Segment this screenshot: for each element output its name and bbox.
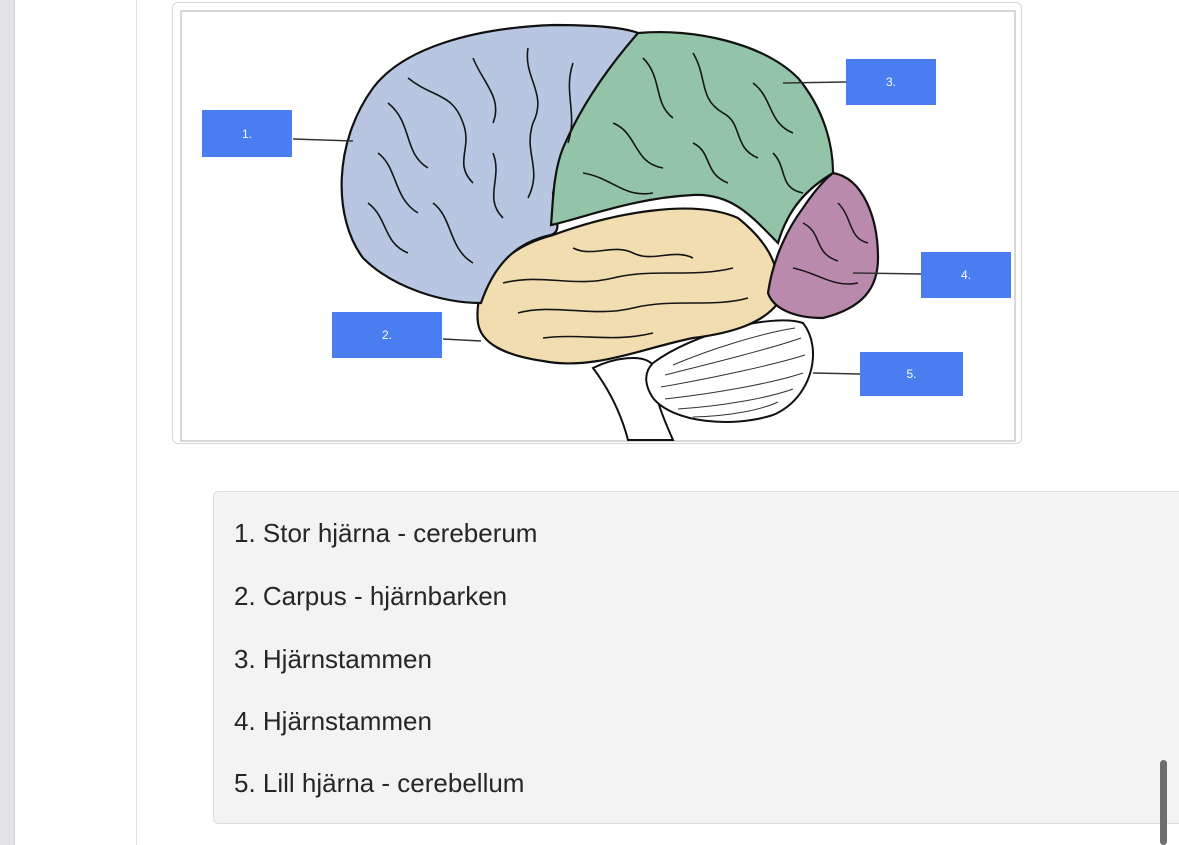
diagram-label-4: 4. — [921, 252, 1011, 298]
brain-diagram — [180, 10, 1016, 442]
answer-item-1: 1. Stor hjärna - cereberum — [234, 518, 538, 548]
diagram-label-2: 2. — [332, 312, 442, 358]
frontal-folds — [367, 47, 574, 264]
diagram-label-5: 5. — [860, 352, 963, 396]
answer-item-2: 2. Carpus - hjärnbarken — [234, 581, 508, 611]
leader-line-1 — [292, 138, 354, 142]
leader-line-5 — [812, 372, 861, 375]
answer-item-3: 3. Hjärnstammen — [234, 644, 432, 674]
answer-item-5: 5. Lill hjärna - cerebellum — [234, 768, 525, 798]
parietal-lobe — [549, 30, 835, 246]
brain-diagram-card: 1. 2. 3. 4. 5. — [172, 2, 1022, 444]
cerebellum-folds — [660, 327, 806, 418]
leader-line-2 — [442, 338, 482, 342]
leader-line-3 — [782, 81, 847, 84]
diagram-label-1: 1. — [202, 110, 292, 157]
leader-line-4 — [852, 272, 922, 275]
occipital-folds — [792, 202, 869, 285]
left-sidebar-edge — [0, 0, 15, 845]
image-frame — [180, 10, 1016, 442]
occipital-lobe — [766, 171, 880, 320]
parietal-folds — [582, 52, 804, 195]
scrollbar-thumb[interactable] — [1160, 760, 1167, 845]
temporal-folds — [502, 247, 749, 339]
diagram-label-3: 3. — [846, 59, 936, 105]
answer-panel: 1. Stor hjärna - cereberum 2. Carpus - h… — [213, 491, 1179, 824]
answer-item-4: 4. Hjärnstammen — [234, 706, 432, 736]
